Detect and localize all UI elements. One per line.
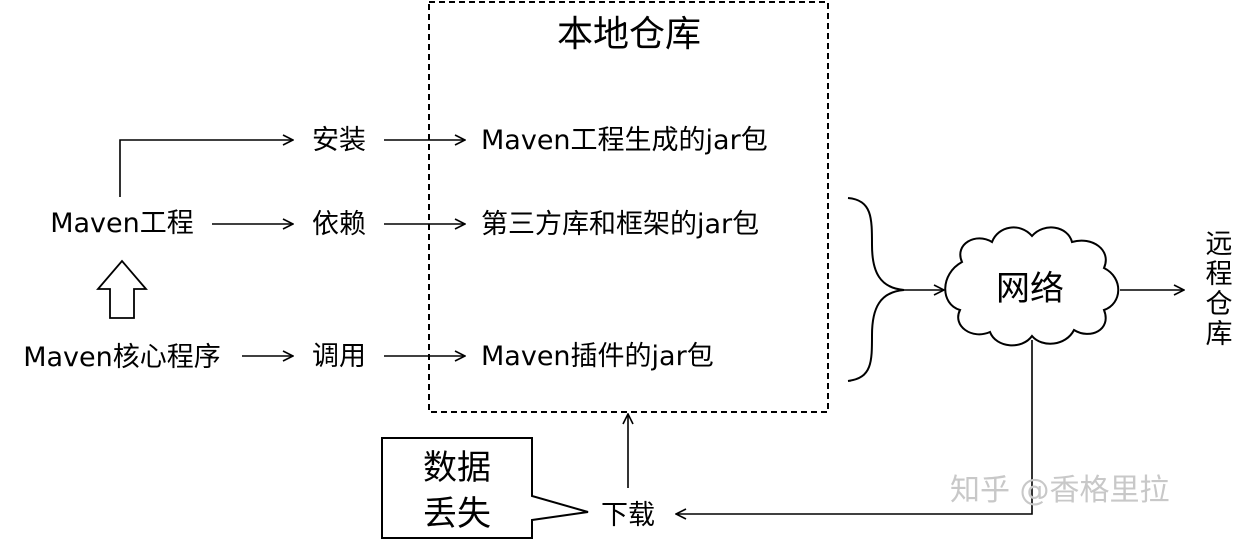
elbow-arrow-install (119, 140, 293, 197)
action-depend: 依赖 (312, 209, 366, 240)
remote-repo-char-2: 程 (1206, 259, 1233, 290)
jar-project-label: Maven工程生成的jar包 (481, 125, 768, 156)
data-loss-callout (381, 437, 589, 539)
hollow-up-arrow (96, 259, 148, 319)
action-install: 安装 (312, 125, 366, 156)
jar-third-party-label: 第三方库和框架的jar包 (481, 209, 759, 240)
callout-line-2: 丢失 (423, 494, 491, 534)
remote-repo-char-4: 库 (1206, 319, 1233, 350)
network-label: 网络 (996, 269, 1064, 309)
maven-core-label: Maven核心程序 (23, 342, 221, 373)
remote-repo-char-3: 仓 (1206, 289, 1233, 320)
action-invoke: 调用 (312, 341, 366, 372)
local-repo-title: 本地仓库 (557, 14, 701, 55)
network-cloud (944, 226, 1120, 347)
download-label: 下载 (601, 500, 655, 531)
watermark: 知乎 @香格里拉 (950, 473, 1170, 508)
curly-brace (847, 197, 905, 382)
remote-repo-char-1: 远 (1206, 229, 1233, 260)
arrow-network-to-download (676, 340, 1033, 514)
local-repo-box (428, 1, 829, 413)
jar-plugin-label: Maven插件的jar包 (481, 341, 714, 372)
maven-project-label: Maven工程 (50, 208, 194, 239)
callout-line-1: 数据 (423, 448, 491, 488)
